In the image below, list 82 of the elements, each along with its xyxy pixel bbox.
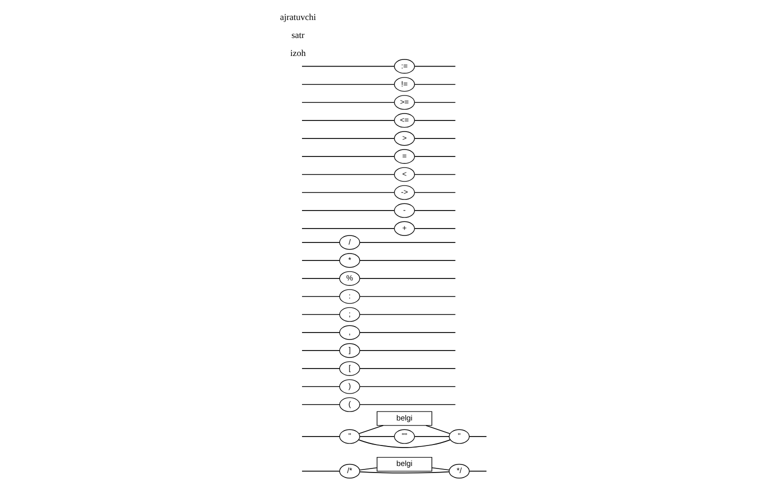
connector	[358, 368, 456, 369]
connector	[301, 260, 340, 261]
connector	[301, 138, 394, 139]
connector	[359, 436, 394, 437]
connector	[358, 386, 456, 388]
label: satr	[291, 30, 304, 40]
node-ellipse: !=	[394, 77, 414, 92]
node-ellipse: :	[338, 289, 360, 304]
node-ellipse: *	[338, 253, 360, 268]
connector	[358, 350, 456, 351]
connector	[301, 470, 340, 472]
connector	[414, 228, 456, 229]
node-ellipse: ,	[338, 325, 360, 340]
connector	[301, 66, 394, 67]
connector	[301, 436, 340, 437]
node-ellipse: ]	[338, 343, 360, 358]
node-ellipse: <	[394, 167, 414, 182]
connector	[414, 436, 449, 437]
node-ellipse: /	[338, 235, 360, 250]
label: ajratuvchi	[280, 12, 316, 22]
connector	[430, 467, 450, 470]
node-ellipse: )	[338, 379, 360, 394]
connector	[425, 425, 450, 434]
node-ellipse: ""	[394, 429, 414, 444]
node-ellipse: <=	[394, 113, 414, 128]
node-ellipse: >=	[394, 95, 414, 110]
connector	[301, 404, 340, 406]
node-ellipse: >	[394, 131, 414, 146]
connector	[358, 439, 450, 448]
node-box: belgi	[376, 456, 432, 472]
connector	[414, 210, 456, 211]
connector	[301, 296, 340, 297]
connector	[358, 260, 456, 261]
connector	[301, 228, 394, 229]
label: izoh	[290, 48, 306, 58]
connector	[358, 471, 450, 474]
connector	[301, 156, 394, 157]
node-ellipse: (	[338, 397, 360, 412]
connector	[301, 174, 394, 175]
connector	[414, 138, 456, 139]
connector	[358, 467, 377, 470]
connector	[414, 156, 456, 157]
connector	[414, 66, 456, 67]
node-ellipse: =	[394, 149, 414, 164]
connector	[301, 120, 394, 121]
connector	[301, 102, 394, 103]
connector	[301, 242, 340, 243]
connector	[301, 314, 340, 315]
connector	[301, 192, 394, 193]
connector	[358, 278, 456, 279]
connector	[468, 436, 486, 437]
node-ellipse: ->	[394, 185, 414, 200]
connector	[358, 296, 456, 297]
node-ellipse: "	[338, 429, 360, 444]
node-ellipse: */	[448, 464, 470, 478]
connector	[301, 84, 394, 85]
node-ellipse: +	[394, 221, 414, 236]
node-ellipse: %	[338, 271, 360, 286]
connector	[414, 192, 456, 193]
connector	[414, 84, 456, 85]
connector	[301, 386, 340, 388]
node-box: belgi	[376, 411, 432, 426]
connector	[358, 425, 384, 434]
connector	[301, 368, 340, 369]
connector	[358, 332, 456, 333]
connector	[468, 470, 486, 472]
connector	[301, 210, 394, 211]
connector	[414, 120, 456, 121]
connector	[301, 332, 340, 333]
node-ellipse: [	[338, 361, 360, 376]
connector	[358, 314, 456, 315]
connector	[358, 242, 456, 243]
node-ellipse: :=	[394, 59, 414, 74]
connector	[301, 278, 340, 279]
node-ellipse: ;	[338, 307, 360, 322]
connector	[301, 350, 340, 351]
connector	[414, 102, 456, 103]
node-ellipse: -	[394, 203, 414, 218]
connector	[358, 404, 456, 406]
node-ellipse: /*	[338, 464, 360, 478]
node-ellipse: "	[448, 429, 470, 444]
connector	[414, 174, 456, 175]
